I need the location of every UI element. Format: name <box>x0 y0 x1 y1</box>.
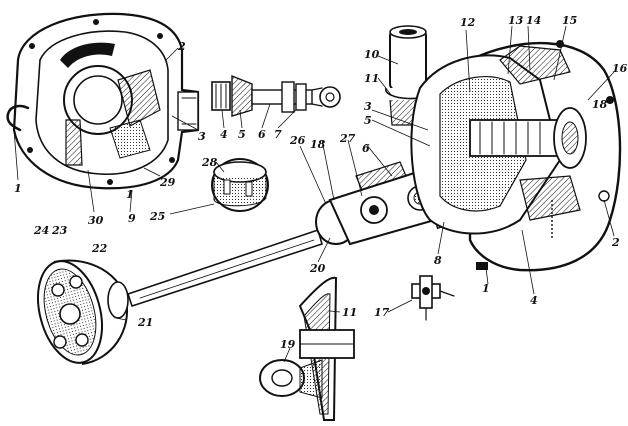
cross-piece <box>411 275 455 321</box>
label-28: 28 <box>201 156 218 169</box>
label-24: 24 <box>33 224 49 237</box>
label-8: 8 <box>434 254 442 267</box>
label-29: 29 <box>159 176 176 189</box>
label-9: 9 <box>128 212 136 225</box>
label-22: 22 <box>91 242 108 255</box>
pinion-shaft <box>211 74 341 117</box>
ring-part <box>211 158 269 212</box>
leader-lines <box>13 25 615 363</box>
label-7: 7 <box>274 128 282 141</box>
label-15: 15 <box>562 14 577 27</box>
label-14: 14 <box>526 14 541 27</box>
label-16: 16 <box>612 62 628 75</box>
final-drive-housing <box>410 40 622 272</box>
label-18: 18 <box>310 138 326 151</box>
label-6: 6 <box>258 128 266 141</box>
label-5: 5 <box>364 114 372 127</box>
label-3: 3 <box>364 100 372 113</box>
label-20: 20 <box>309 262 326 275</box>
part-labels: 1 1 1 2 2 3 3 4 4 5 5 6 6 7 8 9 10 11 11… <box>14 14 628 351</box>
label-4: 4 <box>530 294 538 307</box>
label-3: 3 <box>198 130 206 143</box>
label-11: 11 <box>342 306 357 319</box>
label-30: 30 <box>88 214 104 227</box>
bracket-part <box>259 276 355 421</box>
label-2: 2 <box>611 236 620 249</box>
label-4: 4 <box>220 128 228 141</box>
label-1: 1 <box>482 282 490 295</box>
label-13: 13 <box>508 14 524 27</box>
label-25: 25 <box>149 210 165 223</box>
label-19: 19 <box>280 338 296 351</box>
housing-cover <box>6 12 200 190</box>
label-23: 23 <box>51 224 68 237</box>
label-1: 1 <box>14 182 22 195</box>
axle-shaft <box>37 228 323 365</box>
label-11: 11 <box>364 72 379 85</box>
label-10: 10 <box>364 48 380 61</box>
label-5: 5 <box>238 128 246 141</box>
label-1: 1 <box>126 188 134 201</box>
label-17: 17 <box>374 306 390 319</box>
label-6: 6 <box>362 142 370 155</box>
label-12: 12 <box>460 16 476 29</box>
label-21: 21 <box>137 316 153 329</box>
label-2: 2 <box>177 40 186 53</box>
label-18: 18 <box>592 98 608 111</box>
label-26: 26 <box>289 134 306 147</box>
label-27: 27 <box>339 132 356 145</box>
